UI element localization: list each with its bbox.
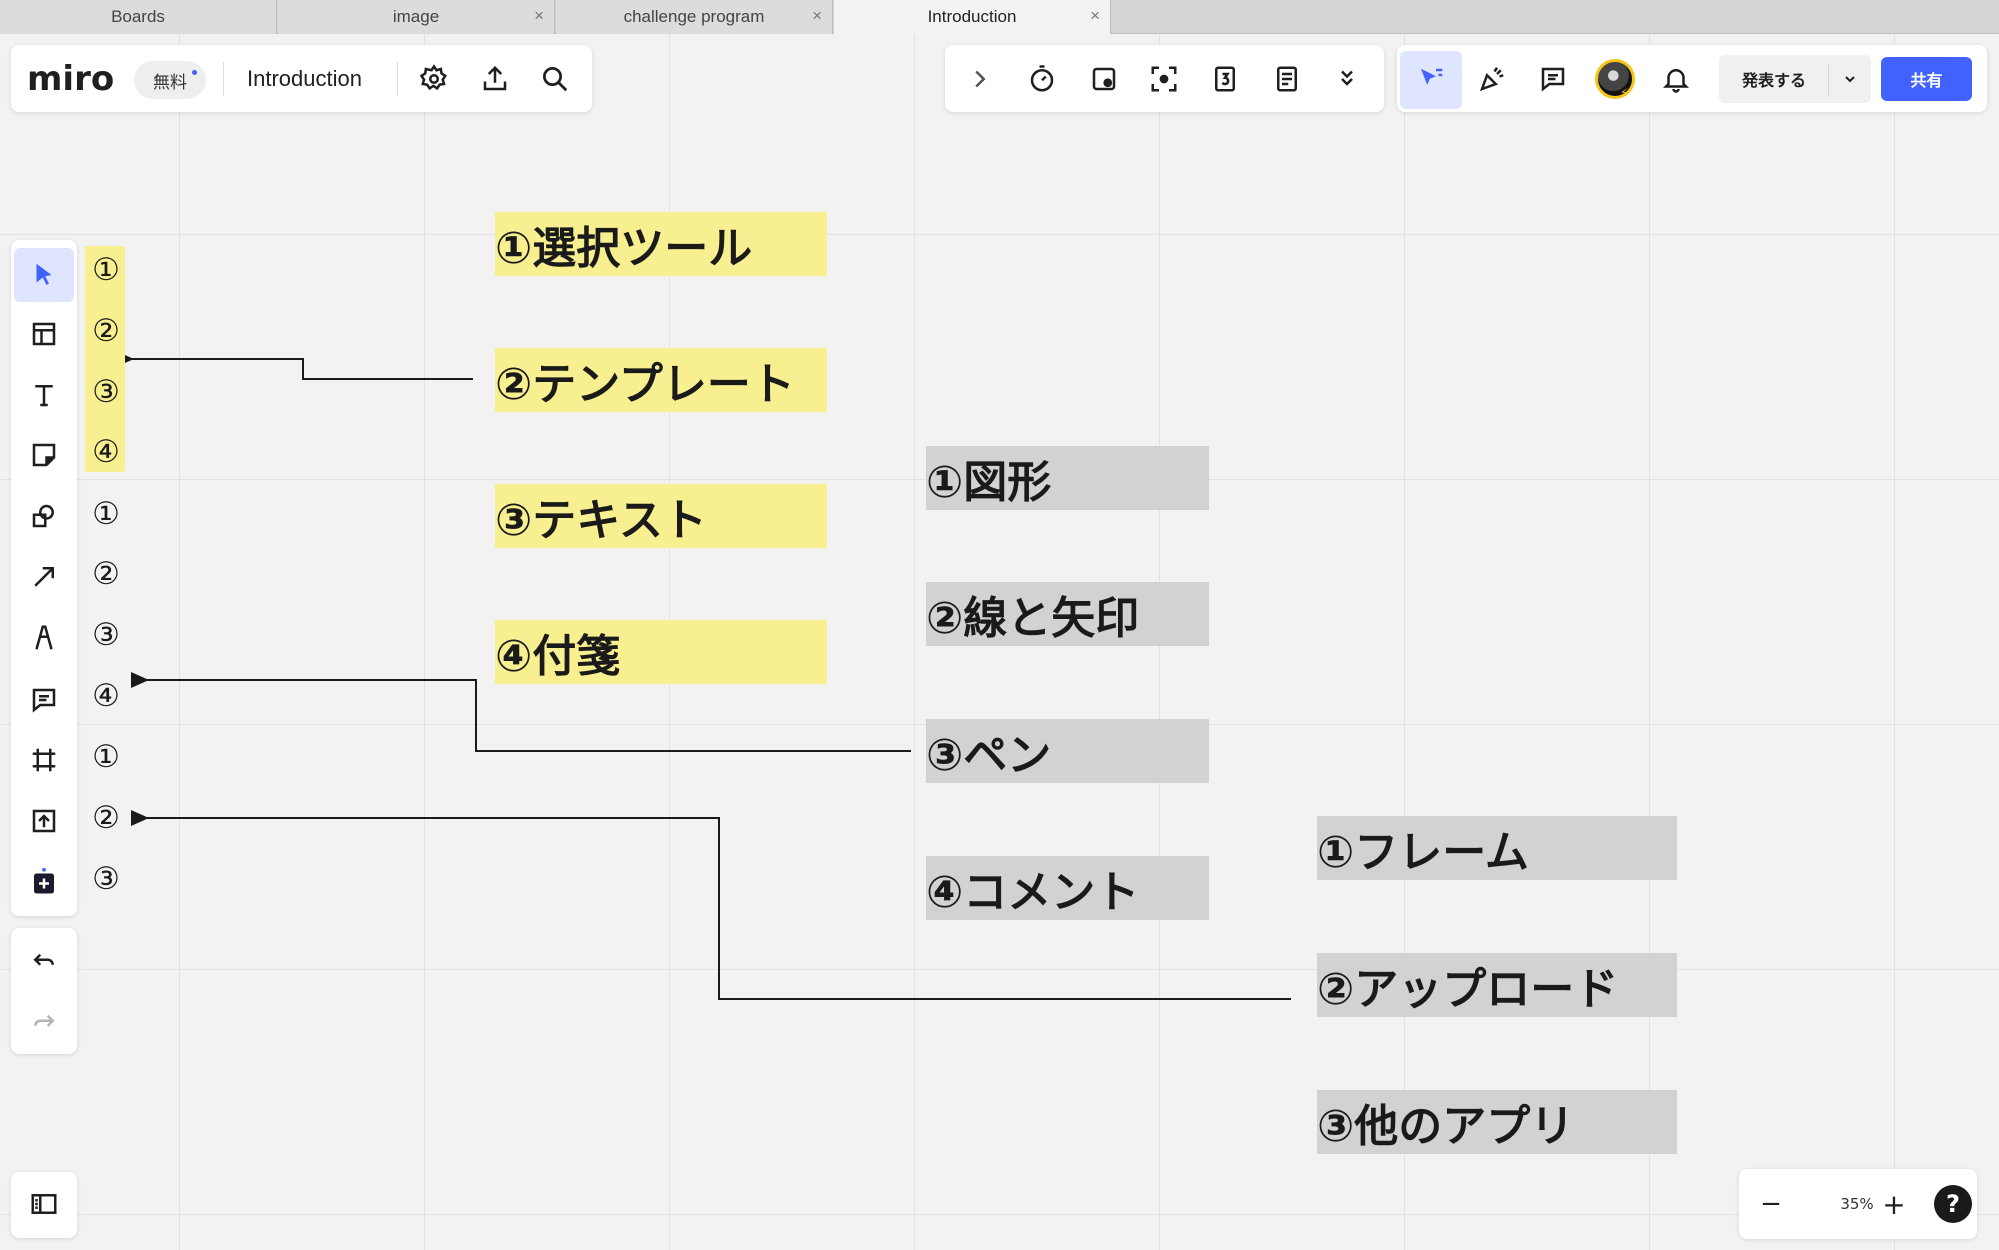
sticky-note[interactable]: ④コメント bbox=[926, 856, 1209, 920]
tool-number: ② bbox=[92, 313, 120, 349]
tool-number: ① bbox=[92, 496, 120, 532]
tool-number: ③ bbox=[92, 861, 120, 897]
help-button[interactable]: ? bbox=[1934, 1185, 1972, 1223]
sticky-note[interactable]: ④付箋 bbox=[495, 620, 827, 684]
plan-badge[interactable]: 無料 bbox=[134, 61, 206, 99]
browser-tab-bar: Boards image × challenge program × Intro… bbox=[0, 0, 1999, 34]
chevron-right-icon[interactable] bbox=[958, 57, 1002, 101]
panel-icon[interactable] bbox=[22, 1182, 66, 1226]
sticky-note[interactable]: ①図形 bbox=[926, 446, 1209, 510]
divider bbox=[1828, 63, 1829, 95]
close-icon[interactable]: × bbox=[812, 6, 822, 25]
sticky-note[interactable]: ③ペン bbox=[926, 719, 1209, 783]
sticky-note[interactable]: ②テンプレート bbox=[495, 348, 827, 412]
tab-label: challenge program bbox=[623, 7, 765, 26]
card-icon[interactable] bbox=[1082, 57, 1126, 101]
pen-icon[interactable] bbox=[22, 616, 66, 660]
sticky-note[interactable]: ③他のアプリ bbox=[1317, 1090, 1677, 1154]
plan-badge-label: 無料 bbox=[153, 72, 187, 93]
notes-icon[interactable] bbox=[1265, 57, 1309, 101]
upload-icon[interactable] bbox=[473, 57, 517, 101]
sticky-note[interactable]: ②線と矢印 bbox=[926, 582, 1209, 646]
undo-icon[interactable] bbox=[22, 939, 66, 983]
sticky-note[interactable]: ②アップロード bbox=[1317, 953, 1677, 1017]
upload-icon[interactable] bbox=[22, 799, 66, 843]
reactions-cursor-icon[interactable] bbox=[1400, 51, 1462, 109]
select-icon[interactable] bbox=[14, 248, 74, 302]
chevron-down-icon[interactable] bbox=[1829, 55, 1871, 103]
present-label: 発表する bbox=[1741, 71, 1806, 90]
tool-number: ① bbox=[92, 739, 120, 775]
gear-icon[interactable] bbox=[412, 57, 456, 101]
board-title[interactable]: Introduction bbox=[247, 66, 362, 91]
tool-number: ② bbox=[92, 556, 120, 592]
comment-icon[interactable] bbox=[22, 678, 66, 722]
sticky-note[interactable]: ①フレーム bbox=[1317, 816, 1677, 880]
browser-tab-introduction[interactable]: Introduction × bbox=[834, 0, 1111, 34]
zoom-in-button[interactable]: + bbox=[1882, 1187, 1906, 1221]
connector-template bbox=[116, 351, 473, 380]
tab-label: image bbox=[392, 7, 440, 26]
tab-label: Introduction bbox=[927, 7, 1017, 26]
apps-icon[interactable] bbox=[22, 859, 66, 903]
browser-tab-image[interactable]: image × bbox=[278, 0, 555, 34]
miro-logo[interactable]: miro bbox=[27, 59, 115, 99]
tool-number: ④ bbox=[92, 434, 120, 470]
highlight-strip bbox=[85, 246, 125, 472]
close-icon[interactable]: × bbox=[534, 6, 544, 25]
notification-dot bbox=[192, 70, 197, 75]
template-icon[interactable] bbox=[22, 312, 66, 356]
divider bbox=[397, 62, 398, 96]
present-button[interactable]: 発表する bbox=[1719, 55, 1871, 103]
arrow-line-icon[interactable] bbox=[22, 555, 66, 599]
frame-icon[interactable] bbox=[22, 738, 66, 782]
panel-toggle bbox=[11, 1172, 77, 1238]
comment-icon[interactable] bbox=[1531, 57, 1575, 101]
tool-number: ② bbox=[92, 800, 120, 836]
share-button[interactable]: 共有 bbox=[1881, 57, 1972, 101]
celebrate-icon[interactable] bbox=[1470, 57, 1514, 101]
tab-label: Boards bbox=[111, 7, 165, 26]
tool-number: ④ bbox=[92, 678, 120, 714]
bell-icon[interactable] bbox=[1654, 57, 1698, 101]
shapes-icon[interactable] bbox=[22, 494, 66, 538]
sticky-note[interactable]: ③テキスト bbox=[495, 484, 827, 548]
sticky-note-icon[interactable] bbox=[22, 433, 66, 477]
lightning-icon: ⚡ bbox=[1620, 86, 1629, 100]
tool-number: ① bbox=[92, 252, 120, 288]
sticky-note[interactable]: ①選択ツール bbox=[495, 212, 827, 276]
divider bbox=[223, 62, 224, 96]
avatar[interactable] bbox=[1595, 59, 1635, 99]
timer-icon[interactable] bbox=[1020, 57, 1064, 101]
zoom-out-button[interactable]: − bbox=[1760, 1189, 1782, 1219]
history-panel bbox=[11, 928, 77, 1054]
browser-tab-boards[interactable]: Boards bbox=[0, 0, 277, 34]
tool-number: ③ bbox=[92, 374, 120, 410]
zoom-level[interactable]: 35% bbox=[1840, 1195, 1874, 1213]
focus-icon[interactable] bbox=[1142, 57, 1186, 101]
text-icon[interactable] bbox=[22, 373, 66, 417]
redo-icon[interactable] bbox=[22, 1000, 66, 1044]
tool-number: ③ bbox=[92, 617, 120, 653]
double-chevron-down-icon[interactable] bbox=[1325, 57, 1369, 101]
connector-upload bbox=[131, 810, 1291, 1000]
close-icon[interactable]: × bbox=[1090, 6, 1100, 25]
counter-icon[interactable] bbox=[1203, 57, 1247, 101]
browser-tab-challenge-program[interactable]: challenge program × bbox=[556, 0, 833, 34]
connector-pen bbox=[131, 672, 911, 752]
search-icon[interactable] bbox=[533, 57, 577, 101]
